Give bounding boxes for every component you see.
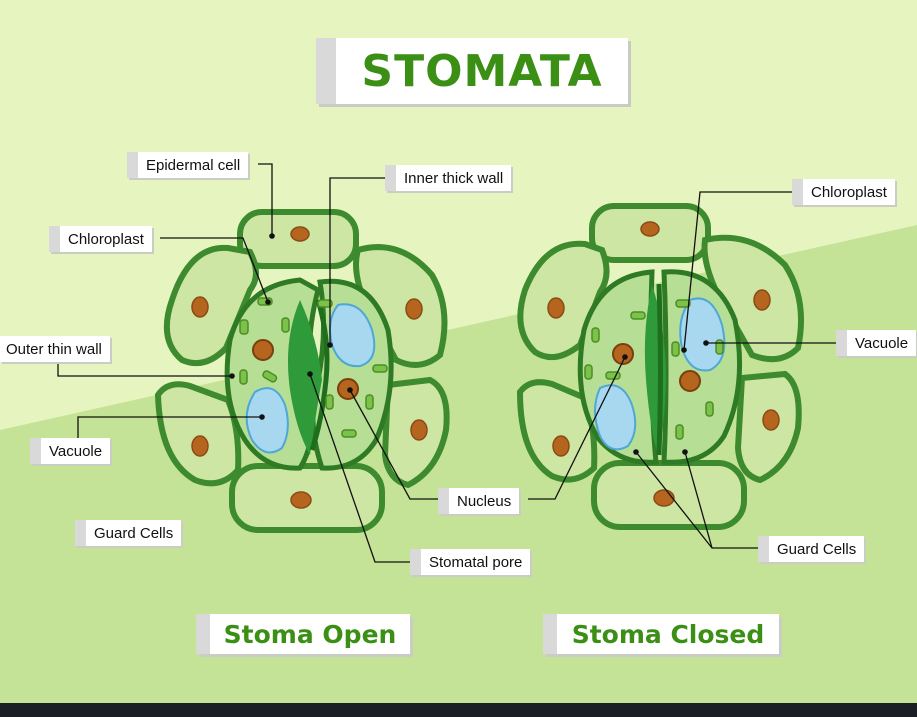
stoma-open-group (154, 209, 450, 533)
page-title: STOMATA (361, 45, 603, 97)
label-chloroplast-right: Chloroplast (792, 179, 895, 205)
inner-wall-left (309, 299, 330, 451)
caption-stoma-closed: Stoma Closed (543, 614, 779, 654)
nucleus-right-2 (679, 370, 701, 392)
leader-lines (57, 163, 836, 563)
label-guard-cells-left: Guard Cells (75, 520, 182, 546)
footer-bar (0, 703, 917, 717)
label-nucleus: Nucleus (438, 488, 520, 514)
stoma-closed-group (516, 203, 805, 530)
label-vacuole-right: Vacuole (836, 330, 917, 356)
label-vacuole-left: Vacuole (30, 438, 111, 464)
title-tab (316, 38, 336, 104)
label-chloroplast-left: Chloroplast (49, 226, 152, 252)
title-banner: STOMATA (316, 38, 628, 104)
epidermal-cells-left (154, 209, 450, 533)
label-stomatal-pore: Stomatal pore (410, 549, 531, 575)
vacuole-right-1 (594, 384, 637, 451)
label-inner-thick-wall: Inner thick wall (385, 165, 512, 191)
inner-wall-right (656, 283, 663, 456)
epidermal-cells-right (516, 203, 805, 530)
leader-dots (229, 233, 709, 455)
nucleus-left-1 (252, 339, 274, 361)
caption-stoma-open: Stoma Open (196, 614, 410, 654)
nucleus-right-1 (612, 343, 634, 365)
vacuole-right-2 (679, 297, 726, 372)
label-outer-thin-wall: Outer thin wall (0, 336, 110, 362)
stomatal-pore-left (287, 300, 322, 455)
label-guard-cells-right: Guard Cells (758, 536, 865, 562)
vacuole-left-1 (245, 387, 289, 454)
label-epidermal-cell: Epidermal cell (127, 152, 249, 178)
